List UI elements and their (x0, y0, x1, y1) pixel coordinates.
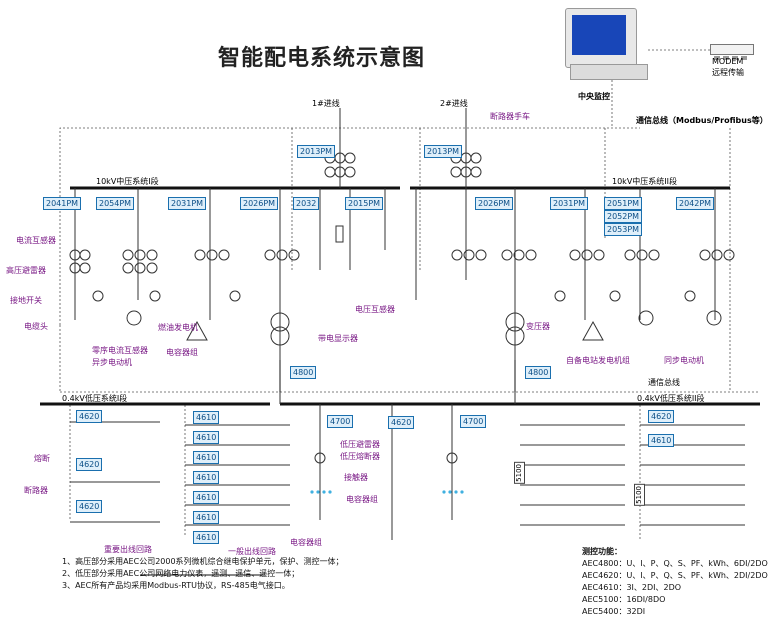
meter-4610: 4610 (193, 411, 220, 424)
sync-motor-label: 同步电动机 (664, 356, 704, 365)
vt-label: 电压互感器 (355, 305, 395, 314)
meter-4800-a: 4800 (290, 366, 317, 379)
note-3: 3、AEC所有产品均采用Modbus-RTU协议，RS-485电气接口。 (62, 581, 290, 590)
modem-label: MODEM (712, 57, 744, 66)
function-row: AEC4610：3I、2DI、2DO (582, 583, 682, 592)
page-title: 智能配电系统示意图 (218, 46, 426, 71)
lv-bus2-label: 0.4kV低压系统II段 (637, 394, 705, 403)
function-row: AEC5100：16DI/8DO (582, 595, 666, 604)
meter-4610: 4610 (193, 451, 220, 464)
computer-base-icon (570, 64, 648, 80)
meter-2013pm-a: 2013PM (297, 145, 336, 158)
meter-2026pm-a: 2026PM (240, 197, 279, 210)
generator-label: 燃油发电机 (158, 323, 198, 332)
meter-4610: 4610 (193, 431, 220, 444)
meter-4610: 4610 (193, 471, 220, 484)
meter-4700: 4700 (327, 415, 354, 428)
meter-2053pm: 2053PM (604, 223, 643, 236)
hv-bus1-label: 10kV中压系统I段 (96, 177, 159, 186)
meter-2041pm: 2041PM (43, 197, 82, 210)
hv-bus2-label: 10kV中压系统II段 (612, 177, 678, 186)
meter-4610: 4610 (193, 511, 220, 524)
lv-protect-label: 低压熔断器 (340, 452, 380, 461)
function-row: AEC4620：U、I、P、Q、S、PF、kWh、2DI/2DO (582, 571, 768, 580)
meter-4610: 4610 (193, 491, 220, 504)
lv-comm-bus-label: 通信总线 (648, 378, 680, 387)
breaker-trolley-label: 断路器手车 (490, 112, 530, 121)
meter-2031pm-b: 2031PM (550, 197, 589, 210)
meter-4620: 4620 (76, 410, 103, 423)
earth-switch-label: 接地开关 (10, 296, 42, 305)
meter-2032: 2032 (293, 197, 320, 210)
fuse-label: 熔断 (34, 454, 50, 463)
meter-2013pm-b: 2013PM (424, 145, 463, 158)
meter-4610: 4610 (193, 531, 220, 544)
meter-2052pm: 2052PM (604, 210, 643, 223)
meter-5100: 5100 (634, 484, 645, 506)
incoming-line-2: 2#进线 (440, 99, 468, 108)
remote-label: 远程传输 (712, 68, 744, 77)
hv-arrester-label: 高压避雷器 (6, 266, 46, 275)
transformer-label: 变压器 (526, 322, 550, 331)
contactor-label: 接触器 (344, 473, 368, 482)
zero-ct-label: 零序电流互感器 (92, 346, 148, 355)
cap-bank-lower-label: 电容器组 (290, 538, 322, 547)
meter-4700: 4700 (460, 415, 487, 428)
function-row: AEC5400：32DI (582, 607, 646, 616)
central-monitor-label: 中央监控 (578, 92, 610, 101)
comm-bus-label: 通信总线（Modbus/Profibus等） (636, 116, 768, 125)
breaker-label: 断路器 (24, 486, 48, 495)
modem-icon (710, 44, 754, 60)
meter-4620: 4620 (76, 458, 103, 471)
cap-bank-label: 电容器组 (346, 495, 378, 504)
feeder-important-label: 重要出线回路 (104, 545, 152, 554)
lv-bus1-label: 0.4kV低压系统I段 (62, 394, 128, 403)
meter-5100: 5100 (514, 462, 525, 484)
meter-4610: 4610 (648, 434, 675, 447)
lv-arrester-label: 低压避雷器 (340, 440, 380, 449)
meter-4620: 4620 (648, 410, 675, 423)
meter-2026pm-b: 2026PM (475, 197, 514, 210)
meter-2031pm-a: 2031PM (168, 197, 207, 210)
ct-label: 电流互感器 (16, 236, 56, 245)
feeder-general-label: 一般出线回路 (228, 547, 276, 556)
meter-2054pm: 2054PM (96, 197, 135, 210)
computer-monitor-icon (565, 8, 637, 68)
live-display-label: 带电显示器 (318, 334, 358, 343)
note-2: 2、低压部分采用AEC公司网络电力仪表，遥测、遥信、遥控一体； (62, 569, 300, 578)
meter-2015pm: 2015PM (345, 197, 384, 210)
note-1: 1、高压部分采用AEC公司2000系列微机综合继电保护单元，保护、测控一体； (62, 557, 344, 566)
incoming-line-1: 1#进线 (312, 99, 340, 108)
function-row: AEC4800：U、I、P、Q、S、PF、kWh、6DI/2DO (582, 559, 768, 568)
meter-4620: 4620 (76, 500, 103, 513)
meter-2042pm: 2042PM (676, 197, 715, 210)
functions-title: 测控功能： (582, 547, 622, 556)
cap-cabinet-label: 电容器组 (166, 348, 198, 357)
cable-head-label: 电缆头 (24, 322, 48, 331)
meter-4620: 4620 (388, 416, 415, 429)
self-gen-label: 自备电站发电机组 (566, 356, 630, 365)
meter-2051pm: 2051PM (604, 197, 643, 210)
meter-4800-b: 4800 (525, 366, 552, 379)
async-motor-label: 异步电动机 (92, 358, 132, 367)
